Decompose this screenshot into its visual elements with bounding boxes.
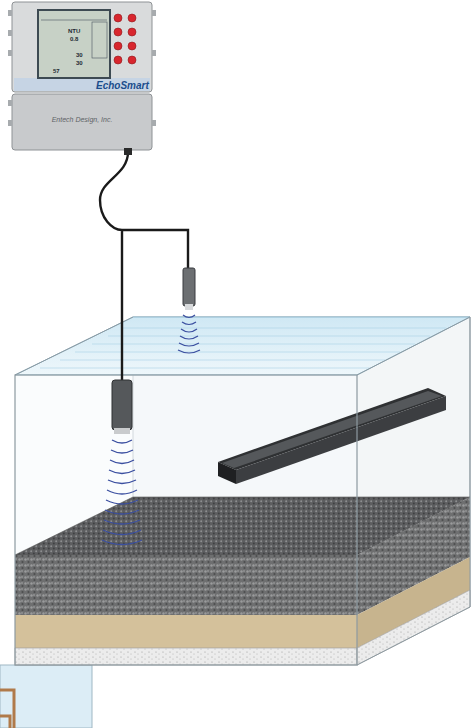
brand-logo: EchoSmart xyxy=(96,80,149,91)
display-panel: NTU0.8 3030 57 xyxy=(40,12,110,78)
sand-layer xyxy=(15,615,357,648)
water-lines xyxy=(40,328,446,368)
underdrain-layer xyxy=(15,648,357,665)
tank-edge xyxy=(357,317,470,375)
sensor-body xyxy=(112,380,132,430)
trough-channel xyxy=(222,391,442,468)
sensor-body xyxy=(183,268,195,306)
maker-name: Entech Design, Inc. xyxy=(52,116,113,124)
display-screen xyxy=(38,10,110,78)
sound-waves xyxy=(178,315,200,353)
tank-edge xyxy=(15,317,133,375)
cable-gland xyxy=(124,148,132,155)
sensor-cable xyxy=(100,152,188,382)
tank-edge xyxy=(357,607,470,665)
display-value: 30 xyxy=(76,60,83,67)
display-unit: NTU xyxy=(68,28,80,35)
gravel-layer xyxy=(15,555,357,615)
trough-side xyxy=(236,396,446,484)
underdrain-side xyxy=(357,590,470,665)
controller-lid xyxy=(12,2,152,92)
sensor-face xyxy=(185,304,193,310)
housing-screws xyxy=(8,10,156,126)
sound-waves xyxy=(102,440,142,545)
controller-housing: EchoSmartEntech Design, Inc. NTU0.8 3030 57 xyxy=(12,2,152,150)
control-buttons xyxy=(114,14,136,64)
water-surface xyxy=(15,317,470,375)
tank-edge xyxy=(470,317,471,607)
display-reading: 0.8 xyxy=(70,36,78,43)
display-value: 57 xyxy=(53,68,60,75)
trough-top xyxy=(218,388,446,470)
sensor-face xyxy=(114,428,130,434)
logo-band xyxy=(14,78,150,91)
screen-box xyxy=(92,22,107,58)
outlet-channel xyxy=(0,665,92,728)
display-value: 30 xyxy=(76,52,83,59)
controller-base xyxy=(12,94,152,150)
outlet-pipe xyxy=(0,690,14,728)
tank-front xyxy=(15,375,357,665)
screen-rule xyxy=(41,20,107,21)
